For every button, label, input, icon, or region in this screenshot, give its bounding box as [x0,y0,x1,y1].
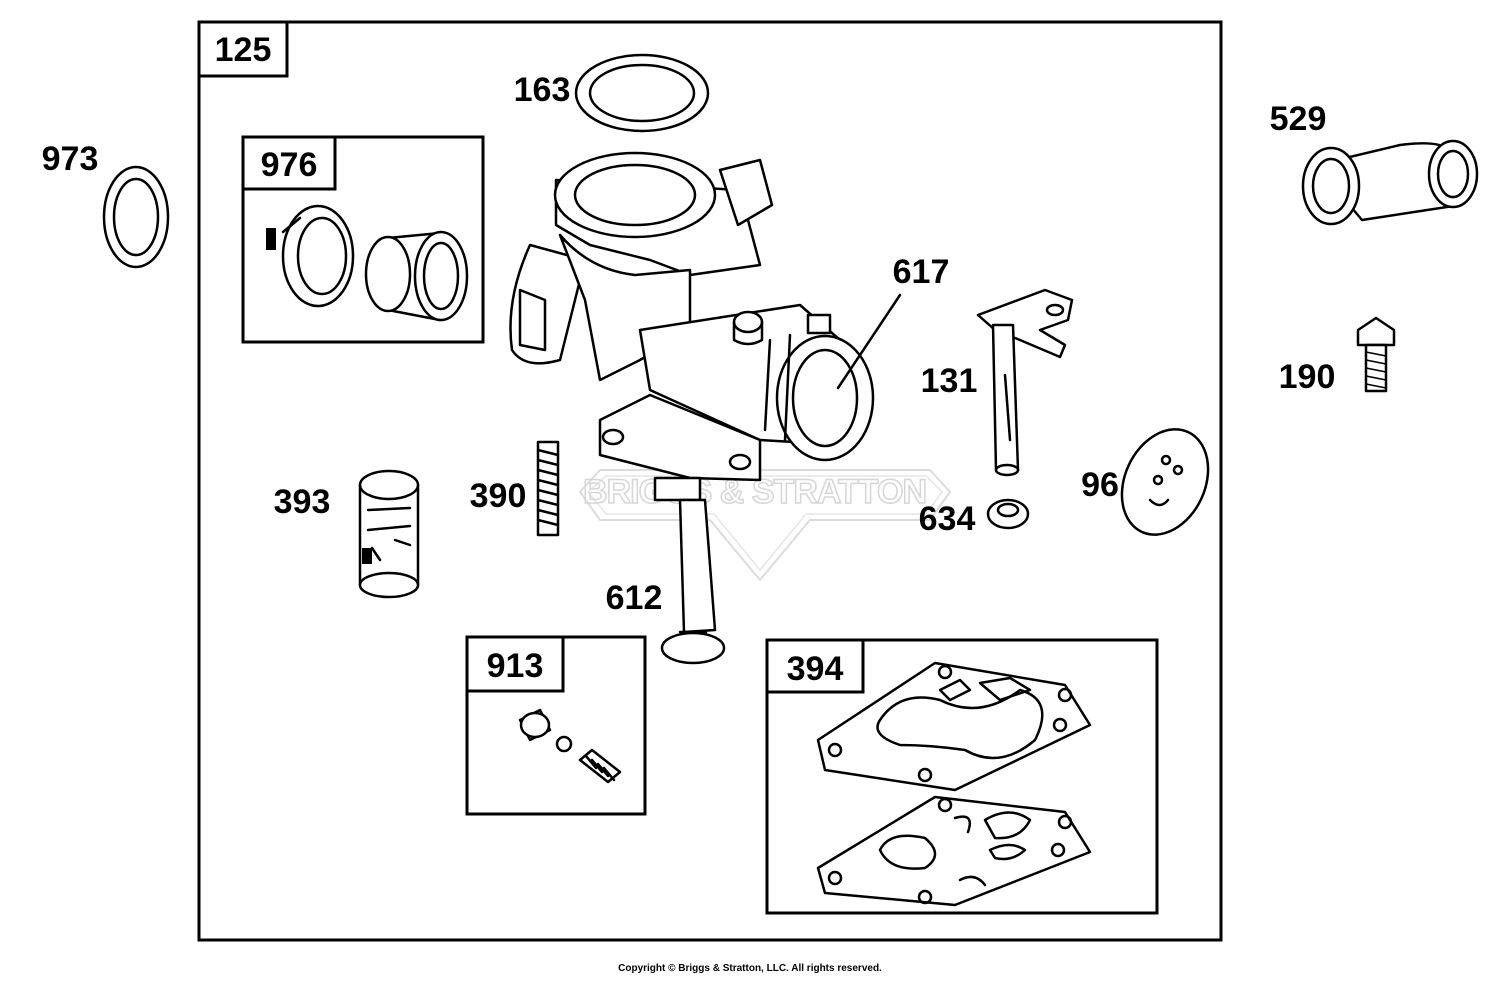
choke-collar-icon [266,204,355,308]
screw-icon [1356,316,1396,393]
part-label-390: 390 [470,477,527,515]
part-label-163: 163 [514,71,571,109]
part-190[interactable]: 190 [1279,316,1396,396]
part-label-131: 131 [921,362,978,400]
diaphragm-gasket-icon [816,661,1092,792]
carburetor-body-icon [509,151,875,482]
part-390[interactable]: 390 [470,440,560,537]
throttle-shaft-icon [976,288,1074,477]
part-label-617: 617 [893,253,950,291]
seal-ring-icon [102,165,170,269]
part-label-976: 976 [261,146,318,184]
leader-line-617 [836,293,902,390]
part-label-96: 96 [1081,466,1119,504]
part-label-529: 529 [1270,100,1327,138]
part-96[interactable]: 96 [1081,415,1224,549]
part-label-125: 125 [215,31,272,69]
part-393[interactable]: 393 [274,469,420,599]
part-163[interactable]: 163 [514,53,710,133]
part-label-190: 190 [1279,358,1336,396]
elbow-hose-icon [1301,139,1479,226]
intake-tube-icon [364,230,469,322]
part-612[interactable]: 612 [606,476,726,665]
spring-icon [536,440,560,537]
part-634[interactable]: 634 [919,498,1030,538]
part-617[interactable]: 617 [836,253,950,390]
throttle-plate-icon [1120,428,1210,536]
kit-394[interactable]: 394 [765,638,1159,915]
needle-valve-icon [518,708,622,784]
kit-976[interactable]: 976 [241,135,485,344]
part-label-612: 612 [606,579,663,617]
shaft-seal-icon [986,498,1030,530]
part-label-394: 394 [787,650,844,688]
gasket-ring-icon [574,53,710,133]
pump-gasket-icon [816,795,1092,907]
brand-watermark: BRIGGS & STRATTON [578,469,952,582]
part-label-973: 973 [42,140,99,178]
copyright-notice: Copyright © Briggs & Stratton, LLC. All … [618,963,882,974]
part-label-913: 913 [487,647,544,685]
part-label-393: 393 [274,483,331,521]
kit-125[interactable]: 125 [197,20,1223,942]
pickup-tube-icon [653,476,726,665]
float-valve-icon [358,469,420,599]
part-529[interactable]: 529 [1270,100,1479,226]
part-label-634: 634 [919,500,976,538]
part-973[interactable]: 973 [42,140,170,269]
part-131[interactable]: 131 [921,288,1074,477]
kit-913[interactable]: 913 [465,635,647,816]
